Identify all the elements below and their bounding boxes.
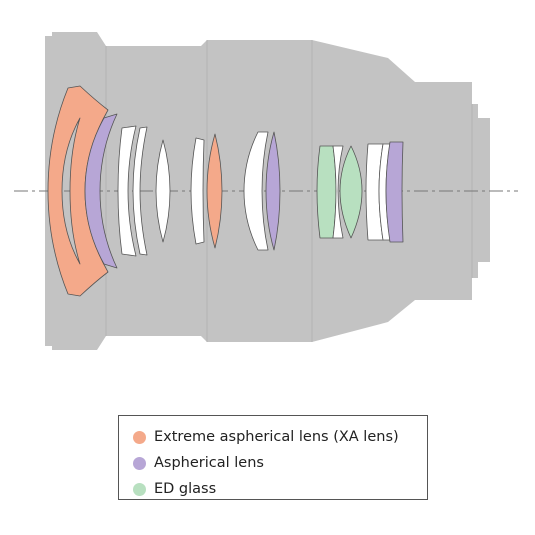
legend-item-ed-glass: ED glass — [133, 476, 427, 502]
legend-item-xa-lens: Extreme aspherical lens (XA lens) — [133, 424, 427, 450]
ed-glass-element-12 — [339, 145, 363, 239]
glass-element-5 — [155, 139, 171, 243]
legend-label: ED glass — [154, 481, 217, 497]
aspherical-color-swatch — [133, 456, 146, 470]
glass-element-8 — [243, 131, 269, 251]
ed-glass-element-10 — [316, 145, 337, 239]
glass-element-4 — [132, 126, 148, 256]
xa-lens-front-element — [47, 85, 109, 297]
legend: Extreme aspherical lens (XA lens) Aspher… — [118, 415, 428, 500]
legend-item-aspherical: Aspherical lens — [133, 450, 427, 476]
glass-element-11 — [332, 145, 344, 239]
aspherical-lens-15 — [385, 141, 404, 243]
legend-label: Extreme aspherical lens (XA lens) — [154, 429, 399, 445]
xa-lens-color-swatch — [133, 430, 146, 444]
aspherical-lens-2 — [84, 113, 118, 269]
ed-glass-color-swatch — [133, 482, 146, 496]
lens-elements — [47, 85, 404, 297]
aspherical-lens-9 — [265, 131, 281, 251]
xa-lens-element-7 — [206, 133, 223, 249]
glass-element-3 — [117, 125, 137, 257]
lens-cross-section-diagram — [14, 32, 518, 350]
legend-label: Aspherical lens — [154, 455, 264, 471]
glass-element-6 — [190, 137, 205, 245]
